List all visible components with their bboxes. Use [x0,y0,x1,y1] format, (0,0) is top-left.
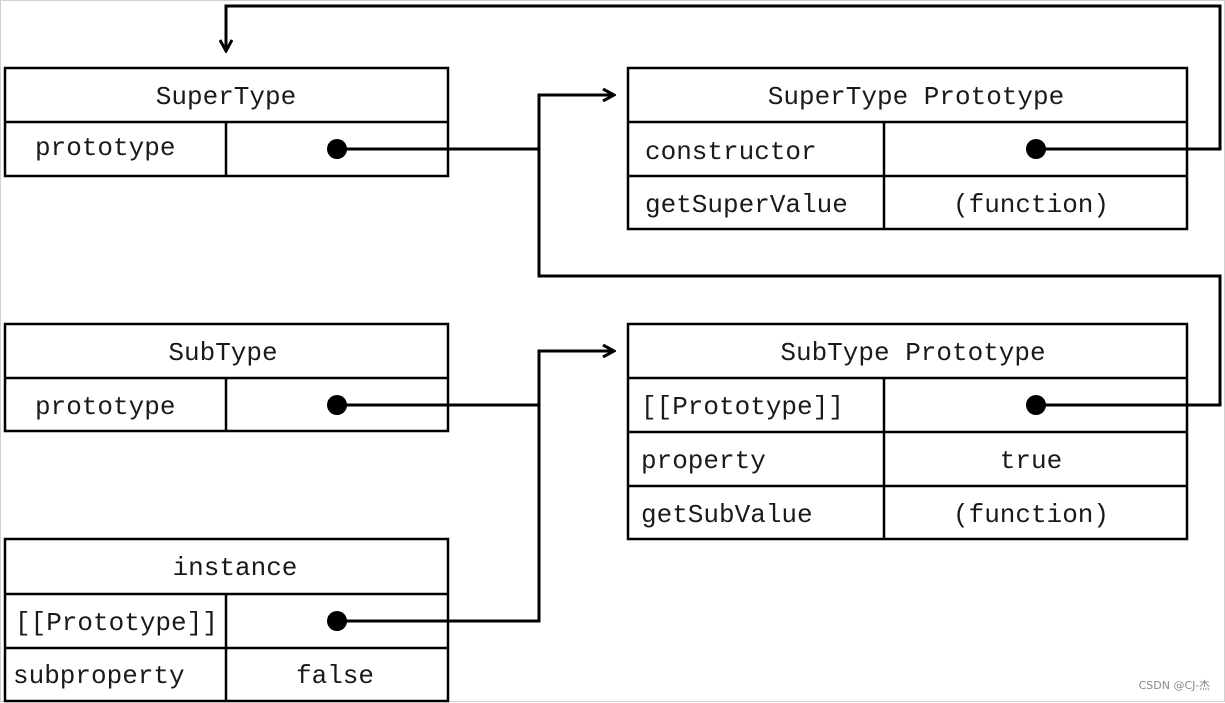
subtype-prototype-box: SubType Prototype [[Prototype]] property… [626,322,1189,541]
subtype-prototype-key: prototype [35,392,175,422]
supertype-prototype-arrow [337,95,614,151]
instance-proto-link-connector [337,405,541,623]
subtype-title: SubType [168,338,277,368]
property-value: true [1000,446,1062,476]
subproperty-value: false [296,661,374,691]
subtype-box: SubType prototype [3,322,450,433]
subtype-prototype-arrow [337,351,614,407]
supertype-prototype-box: SuperType Prototype constructor getSuper… [626,66,1189,231]
subtype-proto-link-connector [537,149,1222,407]
getsupervalue-key: getSuperValue [645,190,848,220]
supertype-box: SuperType prototype [3,66,450,178]
supertype-prototype-key: prototype [35,133,175,163]
constructor-key: constructor [645,137,817,167]
getsubvalue-value: (function) [953,500,1109,530]
getsupervalue-value: (function) [953,190,1109,220]
subtype-proto-link-key: [[Prototype]] [641,392,844,422]
supertype-prototype-title: SuperType Prototype [768,82,1064,112]
subtype-prototype-title: SubType Prototype [780,338,1045,368]
constructor-arrow [226,4,1222,151]
supertype-title: SuperType [156,82,296,112]
subproperty-key: subproperty [13,661,185,691]
instance-title: instance [173,553,298,583]
property-key: property [641,446,766,476]
getsubvalue-key: getSubValue [641,500,813,530]
instance-proto-link-key: [[Prototype]] [15,608,218,638]
watermark-text: CSDN @CJ-杰 [1138,679,1210,692]
